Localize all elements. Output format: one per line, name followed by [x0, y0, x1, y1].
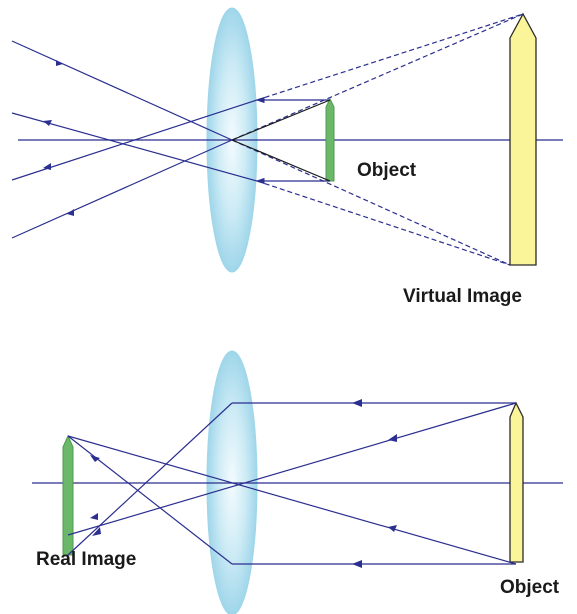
virtual-ray-dashed — [231, 139, 511, 266]
object-arrow-icon — [325, 97, 335, 182]
refracted-ray — [11, 112, 258, 182]
object-arrow-icon — [509, 401, 524, 563]
ray-arrowhead — [43, 120, 52, 126]
ray-arrowhead — [352, 560, 362, 568]
object-label: Object — [500, 577, 560, 598]
ray-arrowhead — [92, 527, 101, 536]
ray-arrowhead — [90, 455, 100, 462]
refracted-ray — [11, 139, 233, 239]
refracted-ray — [67, 402, 233, 556]
refracted-ray — [11, 99, 258, 181]
central-ray — [67, 402, 517, 536]
ray-arrowhead — [388, 525, 397, 532]
ray-arrowhead — [90, 513, 98, 520]
virtual-ray-dashed — [231, 13, 524, 141]
central-ray — [231, 99, 331, 141]
real-image-label: Real Image — [36, 549, 137, 570]
real-image-arrow-icon — [62, 434, 74, 556]
ray-arrowhead — [67, 209, 74, 216]
virtual-ray-dashed — [256, 13, 524, 101]
virtual-image-arrow-icon — [509, 12, 537, 266]
ray-arrowhead — [388, 434, 397, 442]
central-ray — [67, 435, 517, 565]
ray-arrowhead — [352, 399, 362, 407]
object-label: Object — [357, 160, 417, 181]
ray-arrowhead — [43, 163, 51, 170]
virtual-image-diagram — [11, 7, 563, 273]
virtual-ray-dashed — [256, 180, 511, 266]
central-ray — [231, 139, 331, 182]
ray-arrowhead — [56, 60, 63, 66]
real-image-diagram — [32, 350, 563, 614]
virtual-image-label: Virtual Image — [403, 286, 522, 307]
refracted-ray — [11, 40, 233, 141]
